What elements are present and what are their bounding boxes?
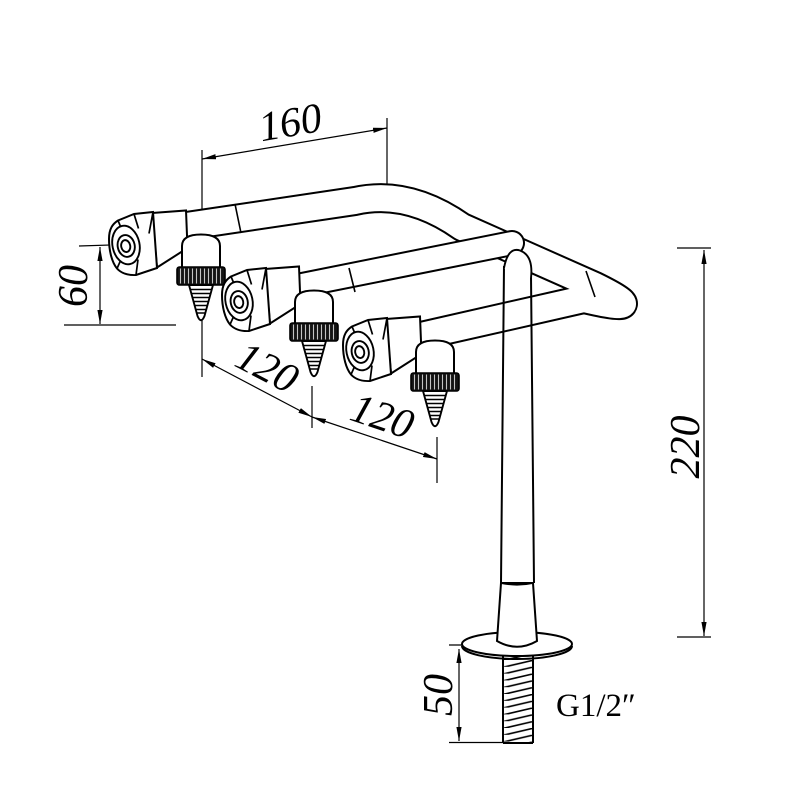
dim-label-120-b: 120: [345, 385, 419, 449]
threaded-shank: [502, 655, 534, 744]
column-base-cone: [495, 582, 539, 648]
shank-outline: [502, 655, 534, 744]
dim-line-120-a: [201, 358, 313, 418]
branch-tube-fill: [281, 232, 523, 298]
dim-label-160: 160: [255, 95, 325, 151]
riser-column: [500, 265, 535, 584]
middle-branch-tube: [279, 230, 525, 300]
dimension-lines: [97, 127, 707, 741]
dim-line-160: [201, 127, 388, 160]
faucet-body: [107, 183, 638, 744]
column-base-seam: [500, 582, 534, 586]
flange-rim: [461, 645, 573, 660]
riser-junction-cap: [503, 248, 533, 279]
thread-hatch-area: [503, 656, 533, 743]
dim-label-220: 220: [663, 416, 709, 479]
dim-label-60: 60: [51, 265, 97, 307]
dim-line-120-b: [311, 416, 438, 460]
tube-joint-seams: [234, 203, 596, 298]
thread-size-label: G1/2″: [556, 688, 636, 724]
dim-label-120-a: 120: [228, 333, 305, 403]
dim-label-50: 50: [416, 674, 462, 716]
